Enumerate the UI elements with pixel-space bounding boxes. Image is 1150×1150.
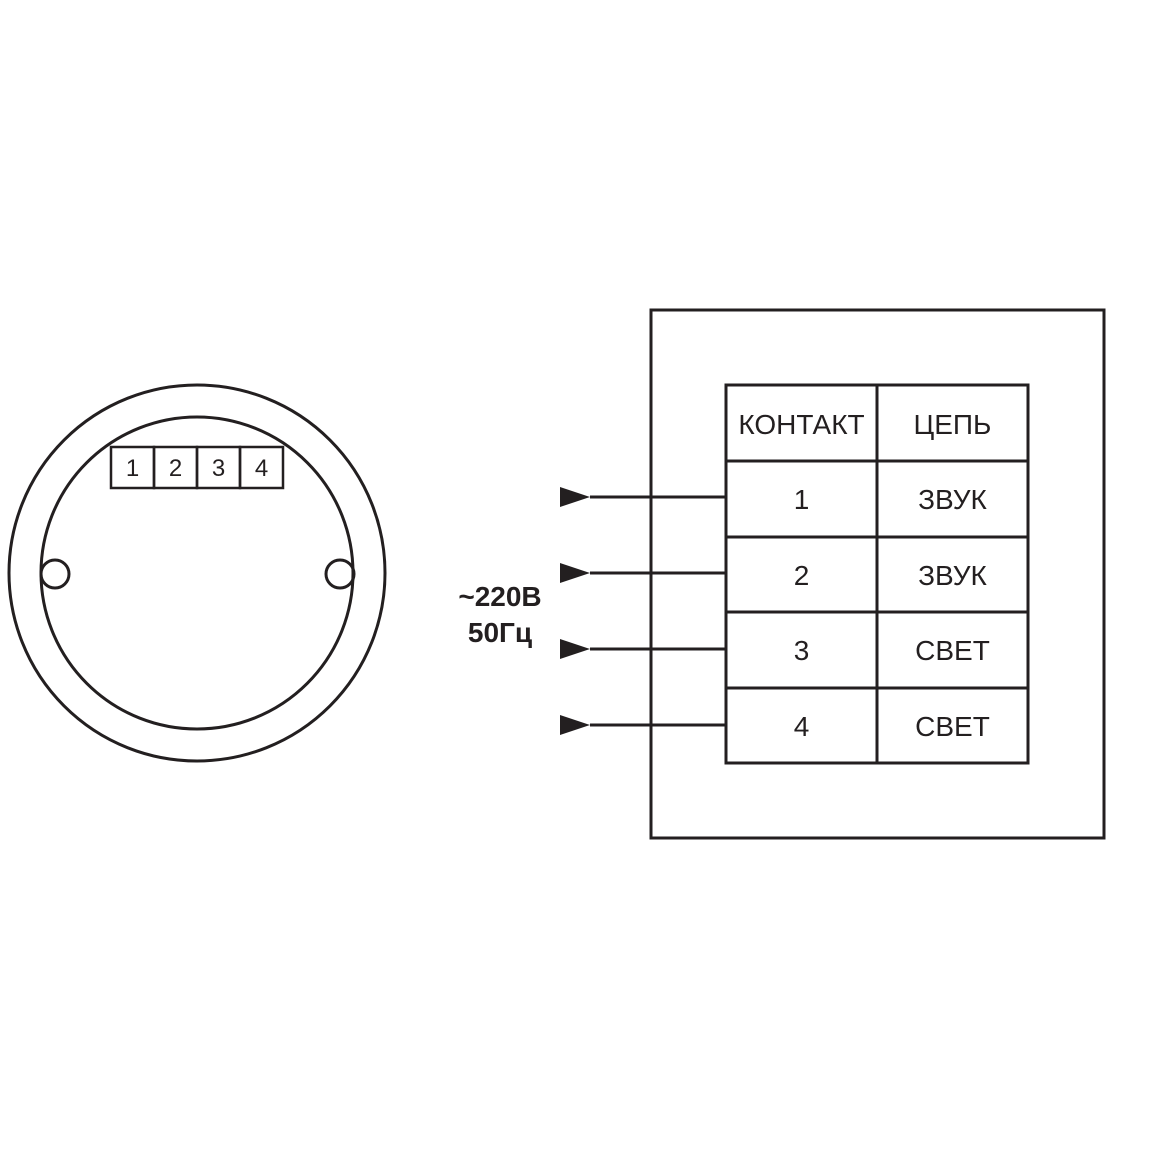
- mounting-hole-left: [39, 558, 71, 590]
- table-cell-circuit: СВЕТ: [915, 635, 990, 666]
- table-cell-contact: 1: [794, 484, 810, 515]
- terminal-label: 2: [169, 455, 182, 482]
- terminal-label: 1: [126, 455, 139, 482]
- contact-table: КОНТАКТ ЦЕПЬ 1 ЗВУК 2 ЗВУК 3 СВЕТ 4 СВЕТ: [724, 383, 1030, 765]
- supply-voltage: ~220В: [458, 581, 541, 612]
- round-device: 1 2 3 4: [7, 383, 387, 763]
- device-outer-ring: [7, 383, 387, 763]
- supply-label: ~220В 50Гц: [458, 581, 541, 648]
- table-row: 3 СВЕТ: [794, 635, 990, 666]
- table-row: 2 ЗВУК: [794, 560, 988, 591]
- table-cell-circuit: ЗВУК: [918, 484, 987, 515]
- terminal-label: 4: [255, 455, 268, 482]
- table-header-contact: КОНТАКТ: [738, 409, 864, 440]
- wires: [560, 487, 726, 735]
- terminal-cell: [238, 445, 285, 490]
- table-cell-contact: 2: [794, 560, 810, 591]
- terminal-block: 1 2 3 4: [109, 445, 285, 490]
- table-cell-circuit: ЗВУК: [918, 560, 987, 591]
- table-row: 1 ЗВУК: [794, 484, 988, 515]
- mounting-hole-right: [324, 558, 356, 590]
- table-cell-contact: 4: [794, 711, 810, 742]
- supply-frequency: 50Гц: [468, 617, 532, 648]
- terminal-label: 3: [212, 455, 225, 482]
- table-cell-circuit: СВЕТ: [915, 711, 990, 742]
- table-row: 4 СВЕТ: [794, 711, 990, 742]
- table-header-circuit: ЦЕПЬ: [914, 409, 992, 440]
- table-cell-contact: 3: [794, 635, 810, 666]
